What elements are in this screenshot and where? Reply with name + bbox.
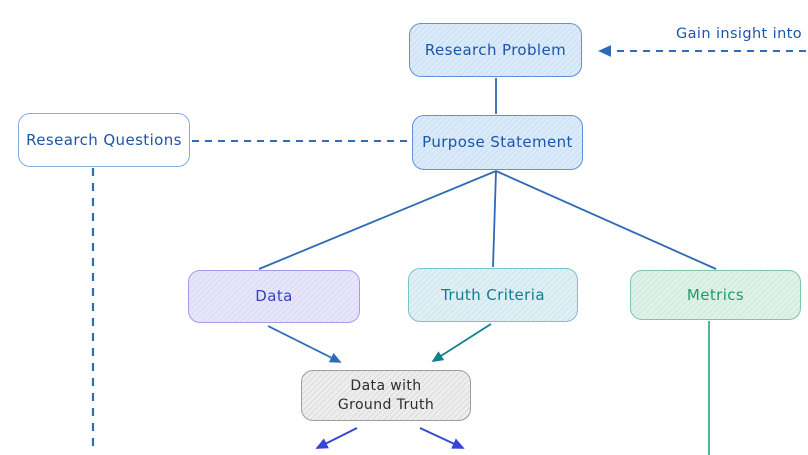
node-research-questions: Research Questions <box>18 113 190 167</box>
node-purpose-statement: Purpose Statement <box>412 115 583 170</box>
edge-ground-truth-down-left <box>315 427 358 449</box>
node-research-problem: Research Problem <box>409 23 582 77</box>
edge-ground-truth-down-right <box>419 427 465 449</box>
node-data-with-ground-truth: Data with Ground Truth <box>301 370 471 421</box>
edge-purpose-statement-to-truth-criteria <box>492 170 497 268</box>
edge-truth-criteria-to-ground-truth <box>431 323 492 362</box>
node-truth-criteria: Truth Criteria <box>408 268 578 322</box>
node-data: Data <box>188 270 360 323</box>
edge-data-to-ground-truth <box>267 325 342 363</box>
node-metrics: Metrics <box>630 270 801 320</box>
edge-purpose-statement-to-data <box>258 170 497 270</box>
edge-purpose-statement-to-metrics <box>495 170 717 270</box>
gain-insight-label: Gain insight into <box>676 26 803 42</box>
